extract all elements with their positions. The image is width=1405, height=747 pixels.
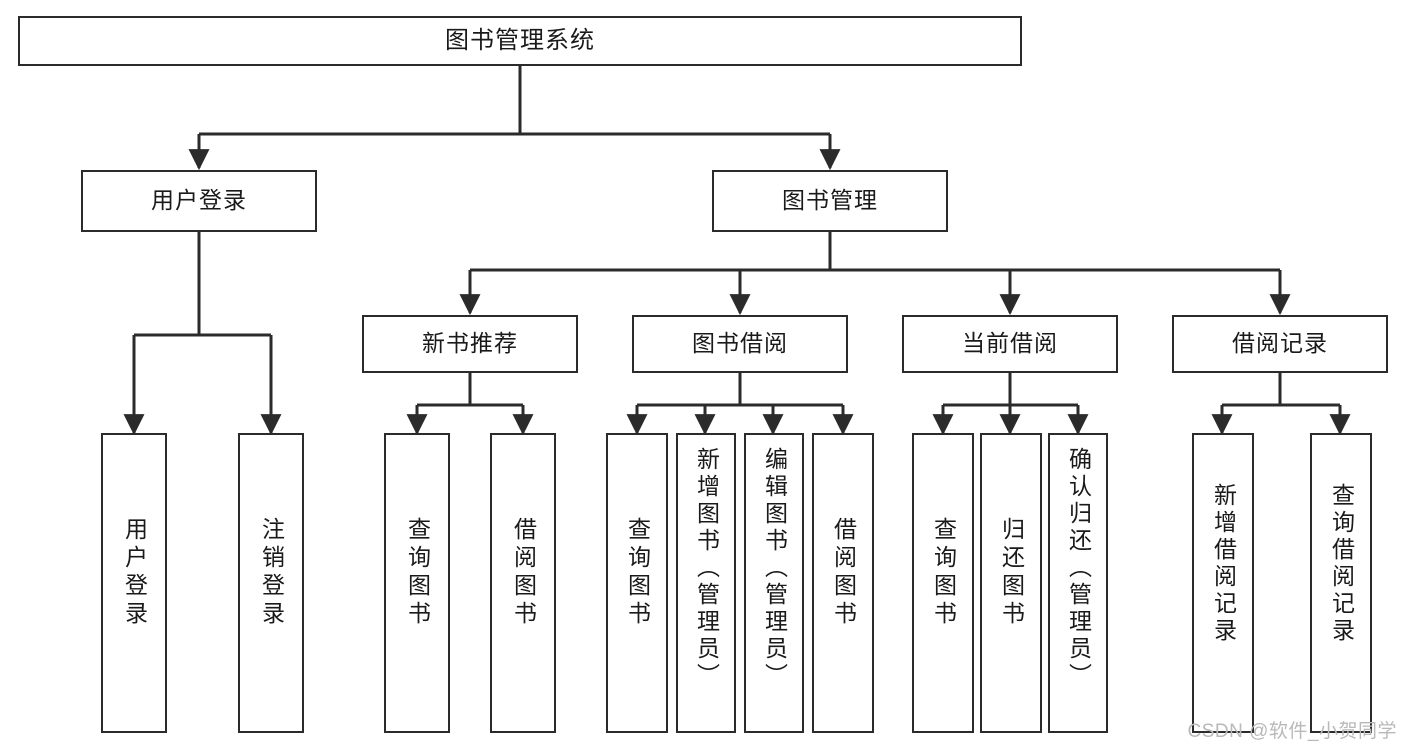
leaf-borrow-book-borrow[interactable]: 借阅图书	[812, 433, 874, 733]
node-label: 新书推荐	[422, 330, 518, 357]
leaf-query-book-recommend[interactable]: 查询图书	[384, 433, 450, 733]
node-label: 归还图书	[998, 517, 1025, 629]
leaf-query-borrow-record[interactable]: 查询借阅记录	[1310, 433, 1372, 733]
node-label: 用户登录	[151, 187, 247, 214]
leaf-user-login[interactable]: 用户登录	[101, 433, 167, 733]
node-label: 借阅图书	[510, 517, 537, 629]
leaf-add-borrow-record[interactable]: 新增借阅记录	[1192, 433, 1254, 733]
node-label: 图书借阅	[692, 330, 788, 357]
node-borrow-record[interactable]: 借阅记录	[1172, 315, 1388, 373]
node-label: 借阅图书	[830, 517, 857, 629]
leaf-add-book-admin[interactable]: 新增图书（管理员）	[676, 433, 736, 733]
node-label: 图书管理系统	[445, 26, 595, 54]
leaf-query-book-borrow[interactable]: 查询图书	[606, 433, 668, 733]
node-label: 查询图书	[930, 517, 957, 629]
node-label: 借阅记录	[1232, 330, 1328, 357]
node-current-borrow[interactable]: 当前借阅	[902, 315, 1118, 373]
leaf-borrow-book-recommend[interactable]: 借阅图书	[490, 433, 556, 733]
node-label: 查询图书	[624, 517, 651, 629]
node-label: 编辑图书（管理员）	[761, 447, 788, 690]
node-label: 图书管理	[782, 187, 878, 214]
node-new-book-recommend[interactable]: 新书推荐	[362, 315, 578, 373]
node-label: 当前借阅	[962, 330, 1058, 357]
node-label: 查询借阅记录	[1328, 483, 1355, 645]
leaf-edit-book-admin[interactable]: 编辑图书（管理员）	[744, 433, 804, 733]
node-label: 新增借阅记录	[1210, 483, 1237, 645]
node-label: 注销登录	[258, 517, 285, 629]
leaf-confirm-return-admin[interactable]: 确认归还（管理员）	[1048, 433, 1108, 733]
leaf-query-book-current[interactable]: 查询图书	[912, 433, 974, 733]
node-user-login[interactable]: 用户登录	[81, 170, 317, 232]
node-root-system[interactable]: 图书管理系统	[18, 16, 1022, 66]
node-label: 用户登录	[121, 517, 148, 629]
leaf-return-book[interactable]: 归还图书	[980, 433, 1042, 733]
leaf-logout-login[interactable]: 注销登录	[238, 433, 304, 733]
watermark-text: CSDN @软件_小贺同学	[1187, 721, 1397, 742]
node-label: 查询图书	[404, 517, 431, 629]
node-book-borrow[interactable]: 图书借阅	[632, 315, 848, 373]
node-book-management[interactable]: 图书管理	[712, 170, 948, 232]
node-label: 确认归还（管理员）	[1065, 447, 1092, 690]
node-label: 新增图书（管理员）	[693, 447, 720, 690]
